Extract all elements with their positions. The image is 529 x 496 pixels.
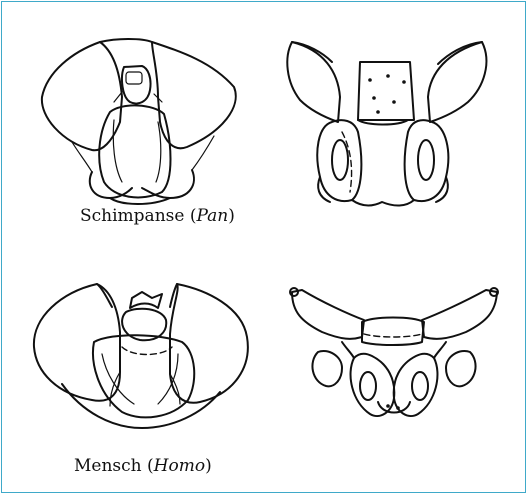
caption-human: Mensch (Homo): [74, 456, 212, 476]
caption-chimpanzee-name: Schimpanse: [80, 206, 184, 226]
caption-chimpanzee: Schimpanse (Pan): [80, 206, 235, 226]
caption-human-name: Mensch: [74, 456, 142, 476]
caption-chimpanzee-genus: Pan: [196, 206, 228, 226]
human-pelvis-rear-view: [290, 288, 498, 416]
chimp-pelvis-rear-view: [287, 42, 486, 206]
caption-human-genus: Homo: [154, 456, 205, 476]
chimp-pelvis-front-view: [42, 39, 236, 204]
human-pelvis-front-view: [34, 284, 248, 428]
